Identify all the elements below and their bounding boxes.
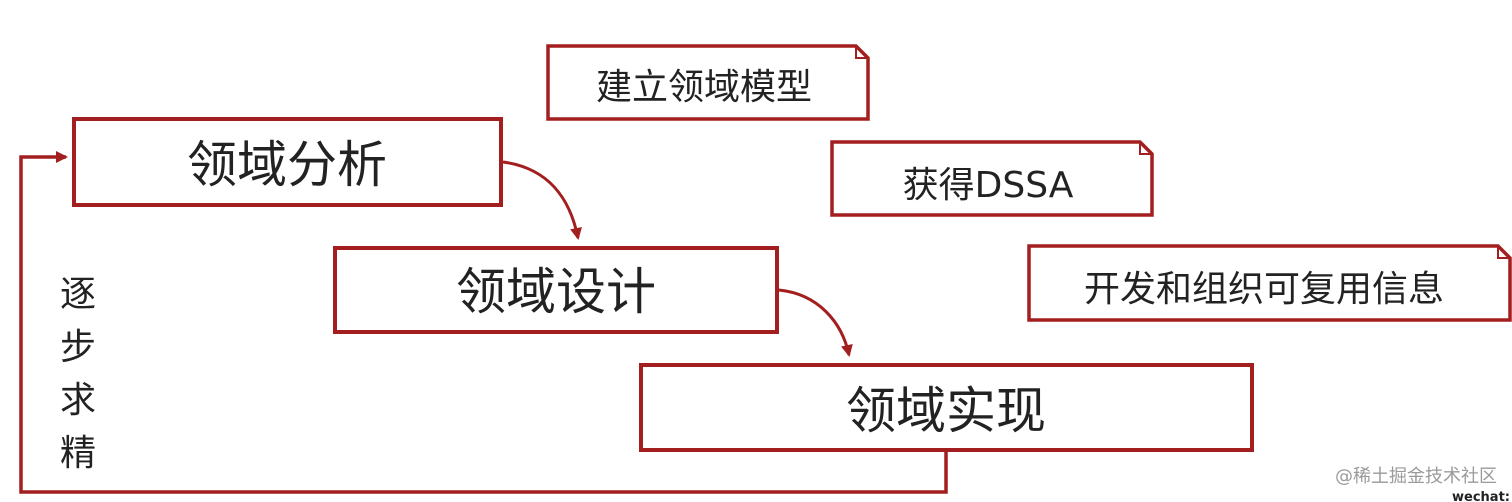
feedback-char-3: 求 [60, 380, 96, 421]
stage-box-design: 领域设计 [333, 246, 779, 334]
watermark-text: @稀土掘金技术社区 [1335, 466, 1497, 487]
stage-label-implementation: 领域实现 [846, 382, 1046, 440]
outcome-label-reusable-info: 开发和组织可复用信息 [1084, 269, 1444, 310]
stage-label-analysis: 领域分析 [187, 136, 387, 194]
watermark-corner-text: wechat: [1452, 490, 1510, 502]
outcome-label-domain-model: 建立领域模型 [596, 67, 812, 108]
outcome-box-reusable-info: 开发和组织可复用信息 [1027, 244, 1512, 322]
outcome-label-dssa: 获得DSSA [903, 165, 1074, 206]
feedback-char-2: 步 [60, 327, 96, 368]
outcome-box-domain-model: 建立领域模型 [546, 44, 870, 121]
feedback-label: 逐 步 求 精 [60, 274, 96, 474]
outcome-box-dssa: 获得DSSA [830, 140, 1154, 217]
feedback-char-1: 逐 [60, 274, 96, 315]
feedback-loop-arrow [19, 151, 948, 494]
arrow-analysis-to-design [502, 160, 582, 240]
stage-box-implementation: 领域实现 [639, 363, 1254, 452]
arrow-design-to-implementation [778, 288, 853, 357]
stage-box-analysis: 领域分析 [72, 117, 503, 207]
feedback-char-4: 精 [60, 433, 96, 474]
stage-label-design: 领域设计 [456, 263, 656, 321]
